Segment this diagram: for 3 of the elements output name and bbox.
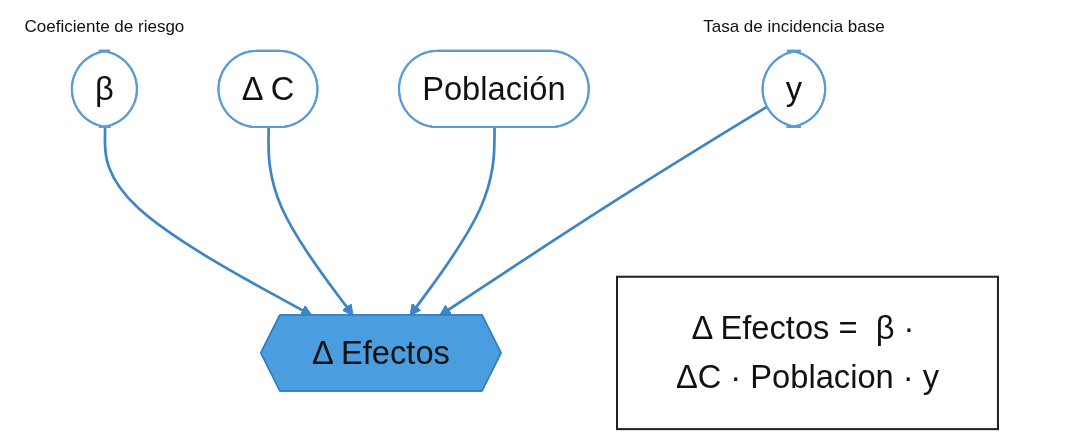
node-caption: Coeficiente de riesgo	[24, 16, 185, 37]
node-caption: Tasa de incidencia base	[703, 16, 885, 37]
node-box: Δ Efectos = β · ΔC · Poblacion · y	[616, 275, 1000, 431]
